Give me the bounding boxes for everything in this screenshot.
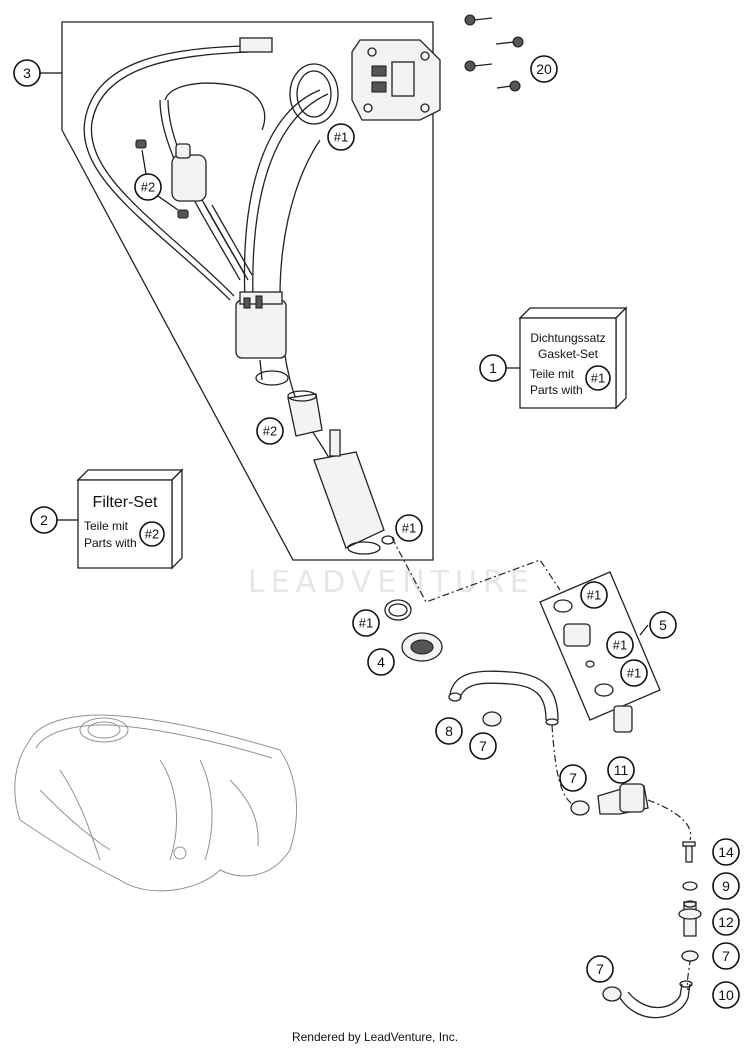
hose-line-upper <box>551 724 577 807</box>
svg-text:7: 7 <box>722 948 730 964</box>
svg-text:5: 5 <box>659 617 667 633</box>
watermark: LEADVENTURE <box>248 565 535 600</box>
gasket-box-parts-de: Teile mit <box>530 367 575 381</box>
svg-text:20: 20 <box>536 61 552 77</box>
svg-text:10: 10 <box>718 987 734 1003</box>
svg-text:#2: #2 <box>263 424 277 439</box>
svg-text:#1: #1 <box>359 616 373 631</box>
fuel-filter <box>135 139 207 219</box>
svg-text:#2: #2 <box>141 180 155 195</box>
screws <box>464 14 524 92</box>
callout-7: 7 <box>469 732 497 760</box>
assembly-line <box>391 537 561 603</box>
svg-text:1: 1 <box>489 360 497 376</box>
seal-ring <box>401 632 443 662</box>
hose-8 <box>448 670 559 726</box>
callout-11: 11 <box>607 756 635 784</box>
o-ring <box>384 599 412 621</box>
filter-box-title: Filter-Set <box>93 494 158 511</box>
quick-coupling <box>597 783 649 815</box>
filter-sleeve <box>287 390 323 437</box>
svg-text:#1: #1 <box>591 371 605 386</box>
callout-20: 20 <box>530 55 558 83</box>
pump-flange <box>351 39 441 121</box>
svg-text:#2: #2 <box>145 527 159 542</box>
pump-housing <box>313 429 395 555</box>
svg-text:#1: #1 <box>587 588 601 603</box>
svg-text:7: 7 <box>479 738 487 754</box>
svg-text:14: 14 <box>718 844 734 860</box>
hose-clamp <box>570 800 590 816</box>
ref-callout-1: #1 <box>327 123 355 151</box>
ref-callout-1: #1 <box>352 609 380 637</box>
svg-text:2: 2 <box>40 512 48 528</box>
svg-text:7: 7 <box>569 770 577 786</box>
filter-box-parts-en: Parts with <box>84 536 137 550</box>
ref-leader <box>157 195 179 211</box>
svg-text:7: 7 <box>596 961 604 977</box>
fuel-pump-assembly-frame <box>61 21 434 561</box>
fuel-pump-body <box>235 291 289 386</box>
hose-clamp <box>681 950 699 962</box>
ref-callout-1: #1 <box>606 631 634 659</box>
svg-text:11: 11 <box>614 762 629 778</box>
hose-clamp <box>482 711 502 727</box>
svg-text:#1: #1 <box>613 638 627 653</box>
filter-box-ref: #2 <box>139 521 165 547</box>
callout-7: 7 <box>712 942 740 970</box>
gasket-box-title-en: Gasket-Set <box>538 347 599 361</box>
callout-12: 12 <box>712 908 740 936</box>
callout-7: 7 <box>559 764 587 792</box>
footer-credit: Rendered by LeadVenture, Inc. <box>291 1030 459 1044</box>
svg-text:3: 3 <box>23 65 31 81</box>
gasket-box-title-de: Dichtungssatz <box>530 331 605 345</box>
callout-14: 14 <box>712 838 740 866</box>
svg-text:#1: #1 <box>627 666 641 681</box>
gasket-box-parts-en: Parts with <box>530 383 583 397</box>
parts-set-5 <box>539 571 661 733</box>
svg-text:4: 4 <box>377 654 385 670</box>
callout-4: 4 <box>367 648 395 676</box>
svg-text:12: 12 <box>718 914 734 930</box>
wire-connector <box>239 37 273 53</box>
svg-text:#1: #1 <box>402 521 416 536</box>
callout-2: 2 <box>30 506 58 534</box>
gasket-box-ref: #1 <box>585 365 611 391</box>
callout-10: 10 <box>712 981 740 1009</box>
ref-callout-2: #2 <box>256 417 284 445</box>
ref-leader <box>141 149 147 175</box>
leader-lines <box>40 72 649 636</box>
callout-8: 8 <box>435 717 463 745</box>
hose-10 <box>619 980 693 1019</box>
svg-text:8: 8 <box>445 723 453 739</box>
hose-clamp <box>602 986 622 1002</box>
filter-box-parts-de: Teile mit <box>84 519 129 533</box>
ref-callout-1: #1 <box>580 581 608 609</box>
pin <box>682 841 696 863</box>
callout-3: 3 <box>13 59 41 87</box>
svg-text:#1: #1 <box>334 130 348 145</box>
gasket-set-box: Dichtungssatz Gasket-Set Teile mit Parts… <box>518 306 628 410</box>
hose-line-lower <box>647 799 692 841</box>
ref-callout-2: #2 <box>134 173 162 201</box>
ref-callout-1: #1 <box>395 514 423 542</box>
fuel-tank <box>14 714 297 892</box>
callout-9: 9 <box>712 872 740 900</box>
svg-text:9: 9 <box>722 878 730 894</box>
callout-7: 7 <box>586 955 614 983</box>
callout-5: 5 <box>649 611 677 639</box>
callout-1: 1 <box>479 354 507 382</box>
filter-set-box: Filter-Set Teile mit Parts with #2 <box>76 468 184 570</box>
flange-gasket <box>289 63 339 125</box>
nipple-fitting <box>678 900 702 937</box>
o-ring-small <box>682 881 698 891</box>
ref-callout-1: #1 <box>620 659 648 687</box>
